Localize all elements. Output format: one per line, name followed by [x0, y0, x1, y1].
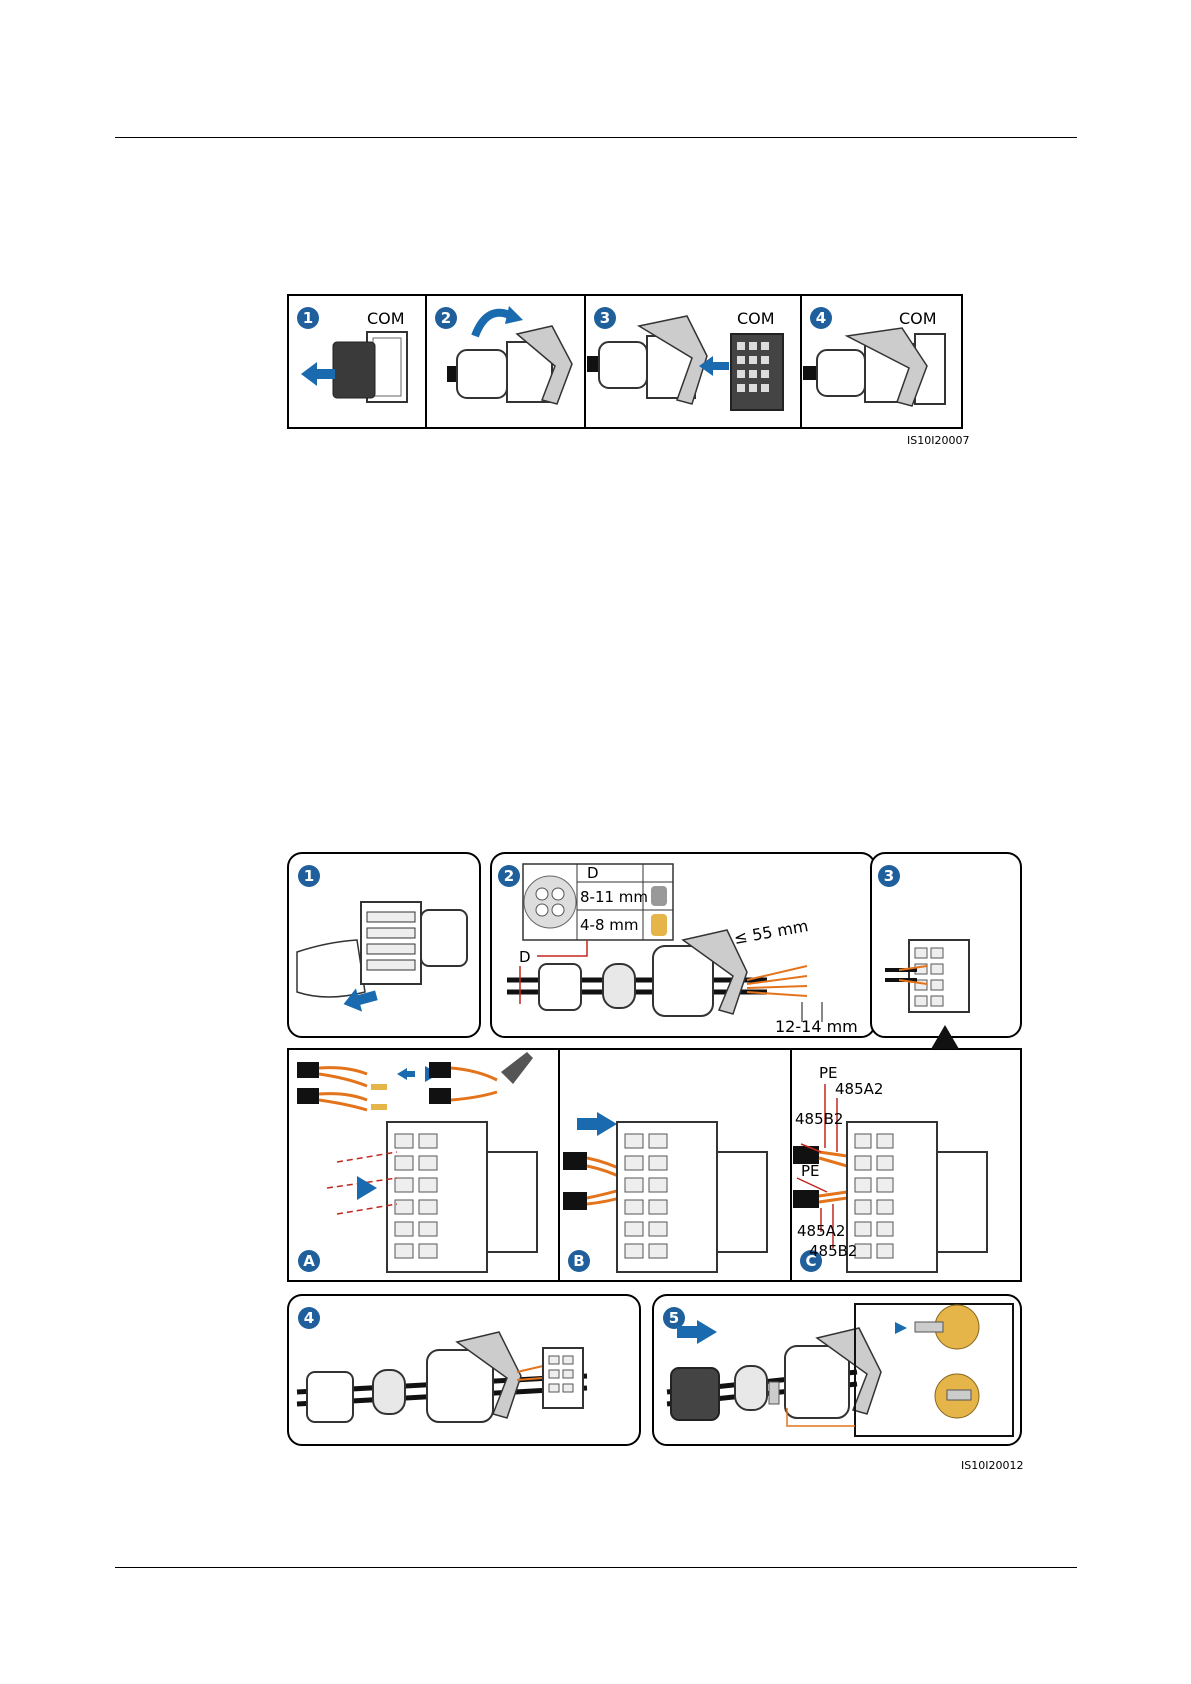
step-badge-1-number: 1 — [303, 309, 313, 327]
cover-cap-icon — [333, 342, 375, 398]
nut-icon — [671, 1368, 719, 1420]
step-badge-4-number: 4 — [816, 309, 826, 327]
wire-label-485b2-top: 485B2 — [795, 1110, 843, 1128]
com-label-3: COM — [737, 309, 775, 328]
hand-icon — [297, 940, 365, 997]
com-label-4: COM — [899, 309, 937, 328]
footer-rule — [115, 1567, 1077, 1568]
seal-icon — [735, 1366, 767, 1410]
step-badge-4-number: 4 — [304, 1309, 314, 1327]
figure-signal-cable-installation: 1 2 D 8-11 mm 4-8 mm — [287, 852, 1023, 1448]
figure2-illustration: 1 2 D 8-11 mm 4-8 mm — [287, 852, 1023, 1448]
plug-icon — [769, 1382, 779, 1404]
step-badge-1-number: 1 — [304, 867, 314, 885]
nut-icon — [539, 964, 581, 1010]
step-badge-5-number: 5 — [669, 1309, 679, 1327]
seal-grey-icon — [651, 886, 667, 906]
bare-length-label: 12-14 mm — [775, 1017, 858, 1036]
step-badge-3-number: 3 — [600, 309, 610, 327]
table-row-1: 8-11 mm — [580, 888, 648, 906]
seal-ring-icon — [524, 876, 576, 928]
wire-label-pe-mid: PE — [801, 1162, 820, 1180]
table-row-2: 4-8 mm — [580, 916, 639, 934]
substep-badge-b-letter: B — [573, 1252, 584, 1270]
figure1-illustration: 1 COM 2 3 COM — [287, 294, 963, 430]
figure1-code: IS10I20007 — [907, 434, 969, 447]
wire-label-485b2-bottom: 485B2 — [809, 1242, 857, 1260]
table-header: D — [587, 864, 599, 882]
wire-label-485a2-bottom: 485A2 — [797, 1222, 845, 1240]
nut-icon — [307, 1372, 353, 1422]
housing-icon — [785, 1346, 849, 1418]
seal-icon — [373, 1370, 405, 1414]
step-badge-2-number: 2 — [441, 309, 451, 327]
figure2-code: IS10I20012 — [961, 1459, 1023, 1472]
diameter-label: D — [519, 948, 531, 966]
step-badge-3-number: 3 — [884, 867, 894, 885]
figure-com-connector-removal: 1 COM 2 3 COM — [287, 294, 963, 430]
step-badge-2-number: 2 — [504, 867, 514, 885]
wire-label-485a2-top: 485A2 — [835, 1080, 883, 1098]
housing-icon — [653, 946, 713, 1016]
seal-icon — [603, 964, 635, 1008]
header-rule — [115, 137, 1077, 138]
com-label-1: COM — [367, 309, 405, 328]
seal-gold-icon — [651, 914, 667, 936]
substep-badge-a-letter: A — [303, 1252, 315, 1270]
